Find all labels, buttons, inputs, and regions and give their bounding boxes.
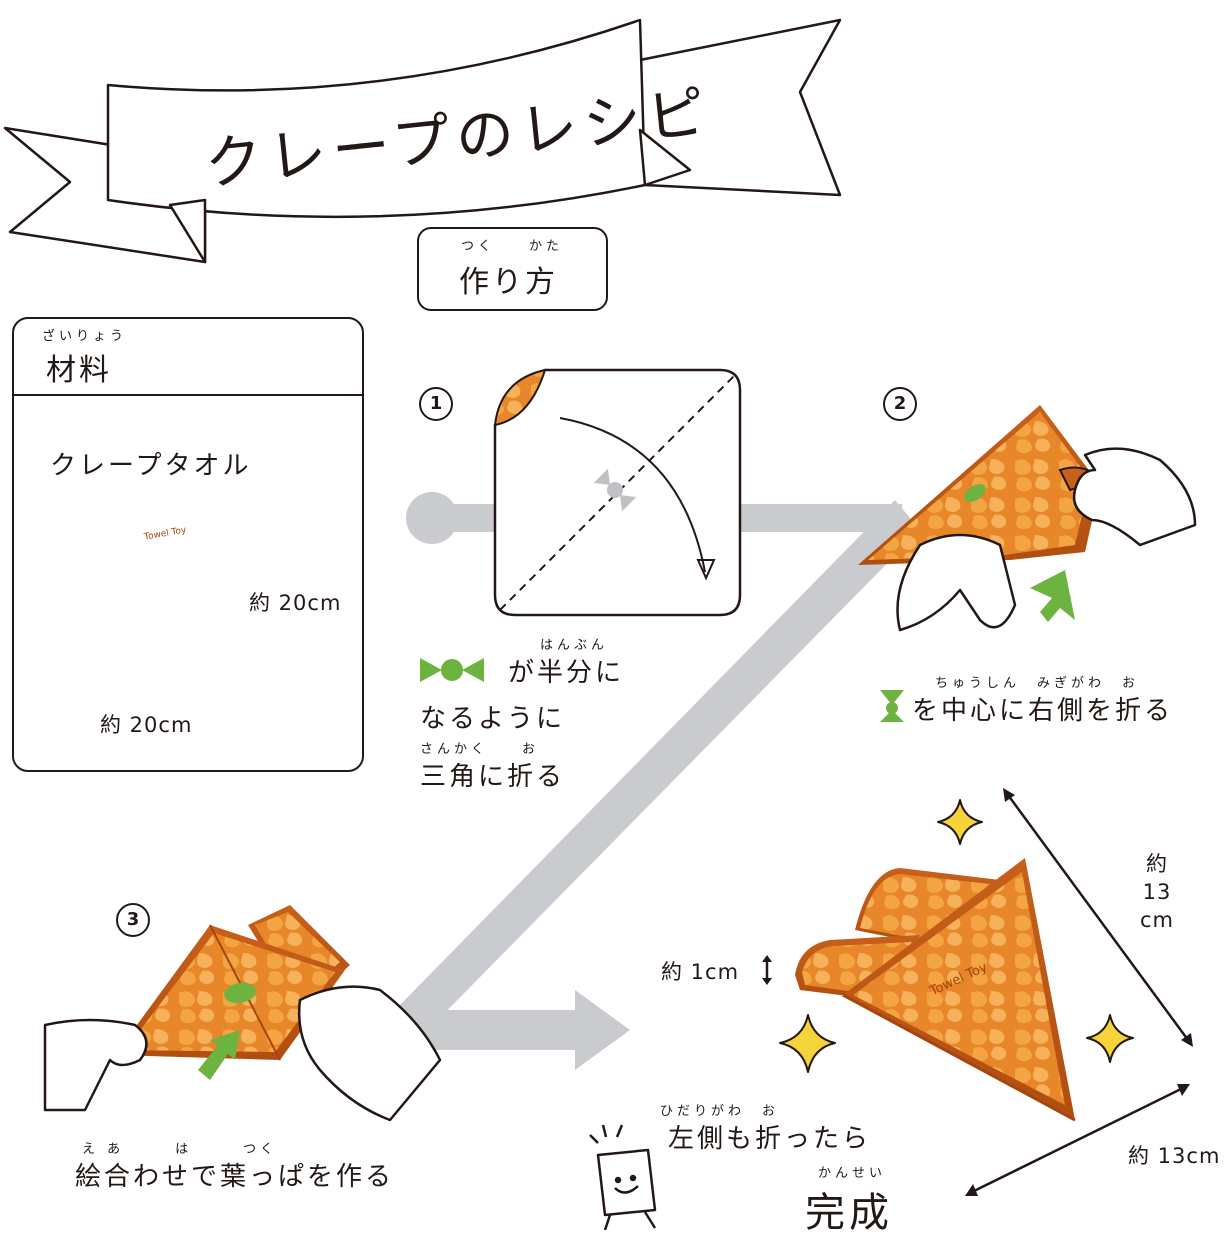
materials-ruby: ざいりょう [42, 329, 128, 344]
title-ribbon [3, 18, 842, 264]
step2-ruby: ちゅうしん みぎがわ お [935, 676, 1140, 691]
materials-width-label: 約 20cm [100, 713, 193, 737]
finished-dimension-lines [762, 788, 1193, 1196]
candy-icon-step2 [880, 690, 904, 722]
flow-arrows [395, 492, 920, 1070]
thickness-label: 約 1cm [661, 960, 740, 984]
hands-step2 [896, 447, 1197, 632]
finished-crepe [795, 858, 1076, 1122]
side-length-label-3: cm [1140, 908, 1175, 932]
step2-number: 2 [883, 387, 917, 421]
materials-label: 材料 [46, 353, 112, 388]
step1-line1: が半分に [508, 658, 625, 688]
method-box: つく かた 作り方 [417, 227, 608, 311]
method-label: 作り方 [459, 265, 558, 300]
finish-ruby2: かんせい [818, 1166, 887, 1181]
materials-divider [14, 394, 362, 396]
towel-brand-logo: Towel Toy [143, 525, 188, 543]
side-length-label-1: 約 [1146, 852, 1168, 876]
materials-box: ざいりょう 材料 クレープタオル 約 20cm 約 20cm Towel Toy [12, 317, 364, 772]
step1-ruby: はんぶん [540, 638, 609, 653]
step1-line3: 三角に折る [420, 762, 566, 792]
step1-number: 1 [419, 387, 453, 421]
step3-crepe [115, 905, 350, 1061]
green-arrow-step3 [198, 1030, 240, 1080]
hands-step3 [43, 985, 442, 1122]
side-length-label-2: 13 [1142, 880, 1172, 904]
materials-item-name: クレープタオル [50, 451, 252, 481]
step1-ruby3: さんかく お [420, 742, 540, 757]
side-length-label: 約 13 cm [1140, 850, 1174, 934]
method-ruby: つく かた [461, 239, 564, 254]
mascot-icon [589, 1124, 657, 1231]
finish-ruby1: ひだりがわ お [660, 1104, 780, 1119]
materials-height-label: 約 20cm [249, 591, 342, 615]
base-length-label: 約 13cm [1128, 1144, 1221, 1168]
step3-text: 絵合わせで葉っぱを作る [75, 1162, 395, 1192]
sparkle-icons [779, 799, 1134, 1073]
candy-icon-step1 [420, 658, 484, 682]
step3-number: 3 [116, 903, 150, 937]
finish-line1: 左側も折ったら [668, 1124, 872, 1154]
green-arrow-step2 [1030, 570, 1075, 622]
step1-line2: なるように [420, 704, 566, 734]
step3-ruby: え あ は つく [82, 1142, 278, 1157]
step2-text: を中心に右側を折る [912, 696, 1174, 726]
finish-line2: 完成 [805, 1190, 893, 1236]
step1-towel [493, 368, 742, 617]
